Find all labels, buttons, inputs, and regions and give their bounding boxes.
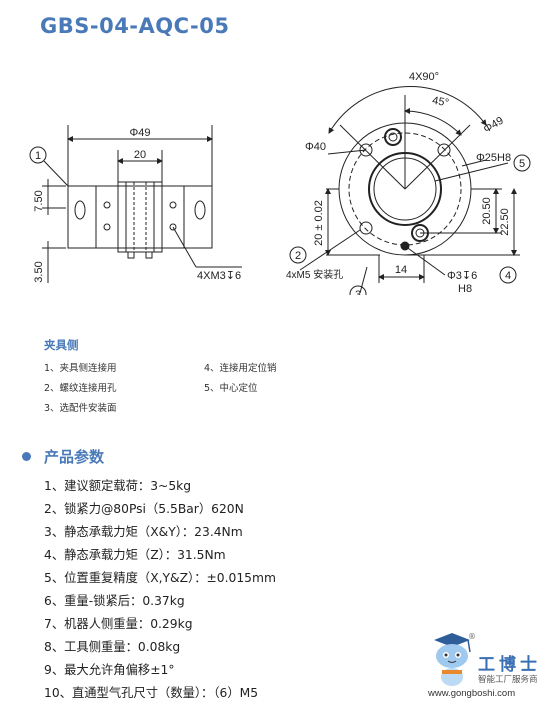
note-item: 1、夹具侧连接用 — [44, 363, 117, 374]
param-item: 9、最大允许角偏移±1° — [44, 663, 175, 677]
param-item: 7、机器人侧重量：0.29kg — [44, 617, 193, 631]
param-item: 1、建议额定载荷：3~5kg — [44, 479, 192, 493]
dim-7-50: 7.50 — [33, 190, 45, 211]
section-bullet — [22, 452, 31, 461]
technical-drawing: 1 Φ49 20 7.50 3.50 4XM3↧6 — [29, 71, 531, 295]
callout-4: 4 — [505, 270, 511, 282]
callout-3: 3 — [355, 289, 361, 295]
dim-diameter-25h8: Φ25H8 — [476, 152, 511, 164]
dim-14: 14 — [395, 264, 407, 276]
side-view — [29, 125, 242, 283]
pin-hole-label: Φ3↧6 — [447, 270, 477, 282]
registered-mark: ® — [468, 632, 476, 641]
logo-brand-name: 工博士 — [478, 655, 541, 675]
param-item: 2、锁紧力@80Psi（5.5Bar）620N — [44, 502, 244, 516]
brand-logo: ® 工博士 智能工厂服务商 www.gongboshi.com — [420, 628, 560, 713]
dim-diameter-40: Φ40 — [305, 141, 326, 153]
dim-20-side: 20 — [134, 149, 146, 161]
param-item: 6、重量-锁紧后：0.37kg — [44, 594, 185, 608]
dim-20-50: 20.50 — [481, 197, 493, 225]
note-item: 2、螺纹连接用孔 — [44, 383, 117, 394]
logo-url: www.gongboshi.com — [428, 688, 516, 699]
dim-22-50: 22.50 — [499, 208, 511, 236]
mascot-icon — [434, 633, 471, 686]
param-item: 8、工具侧重量：0.08kg — [44, 640, 181, 654]
page-title: GBS-04-AQC-05 — [40, 14, 230, 38]
fixture-section-title: 夹具侧 — [44, 338, 79, 352]
angle-45: 45° — [431, 95, 449, 110]
param-item: 5、位置重复精度（X,Y&Z）：±0.015mm — [44, 571, 276, 585]
note-item: 5、中心定位 — [204, 383, 258, 394]
note-item: 3、选配件安装面 — [44, 403, 117, 414]
thread-label: 4XM3↧6 — [197, 270, 241, 282]
dim-diameter-49-front: Φ49 — [482, 115, 506, 136]
param-item: 3、静态承载力矩（X&Y）：23.4Nm — [44, 525, 243, 539]
dim-diameter-49-side: Φ49 — [129, 127, 150, 139]
angle-4x90: 4X90° — [409, 71, 439, 83]
mount-holes-label: 4xM5 安装孔 — [286, 268, 343, 281]
note-item: 4、连接用定位销 — [204, 363, 277, 374]
params-section-title: 产品参数 — [44, 448, 105, 466]
param-item: 4、静态承载力矩（Z）：31.5Nm — [44, 548, 226, 562]
callout-5: 5 — [519, 158, 525, 170]
logo-tagline: 智能工厂服务商 — [478, 675, 538, 685]
callout-2: 2 — [295, 250, 301, 262]
callout-1: 1 — [35, 150, 41, 162]
dim-3-50: 3.50 — [33, 261, 45, 282]
front-view — [289, 86, 531, 295]
pin-tolerance: H8 — [458, 283, 472, 295]
dim-20-tolerance: 20 ± 0.02 — [313, 200, 325, 246]
param-item: 10、直通型气孔尺寸（数量）：（6）M5 — [44, 686, 259, 700]
